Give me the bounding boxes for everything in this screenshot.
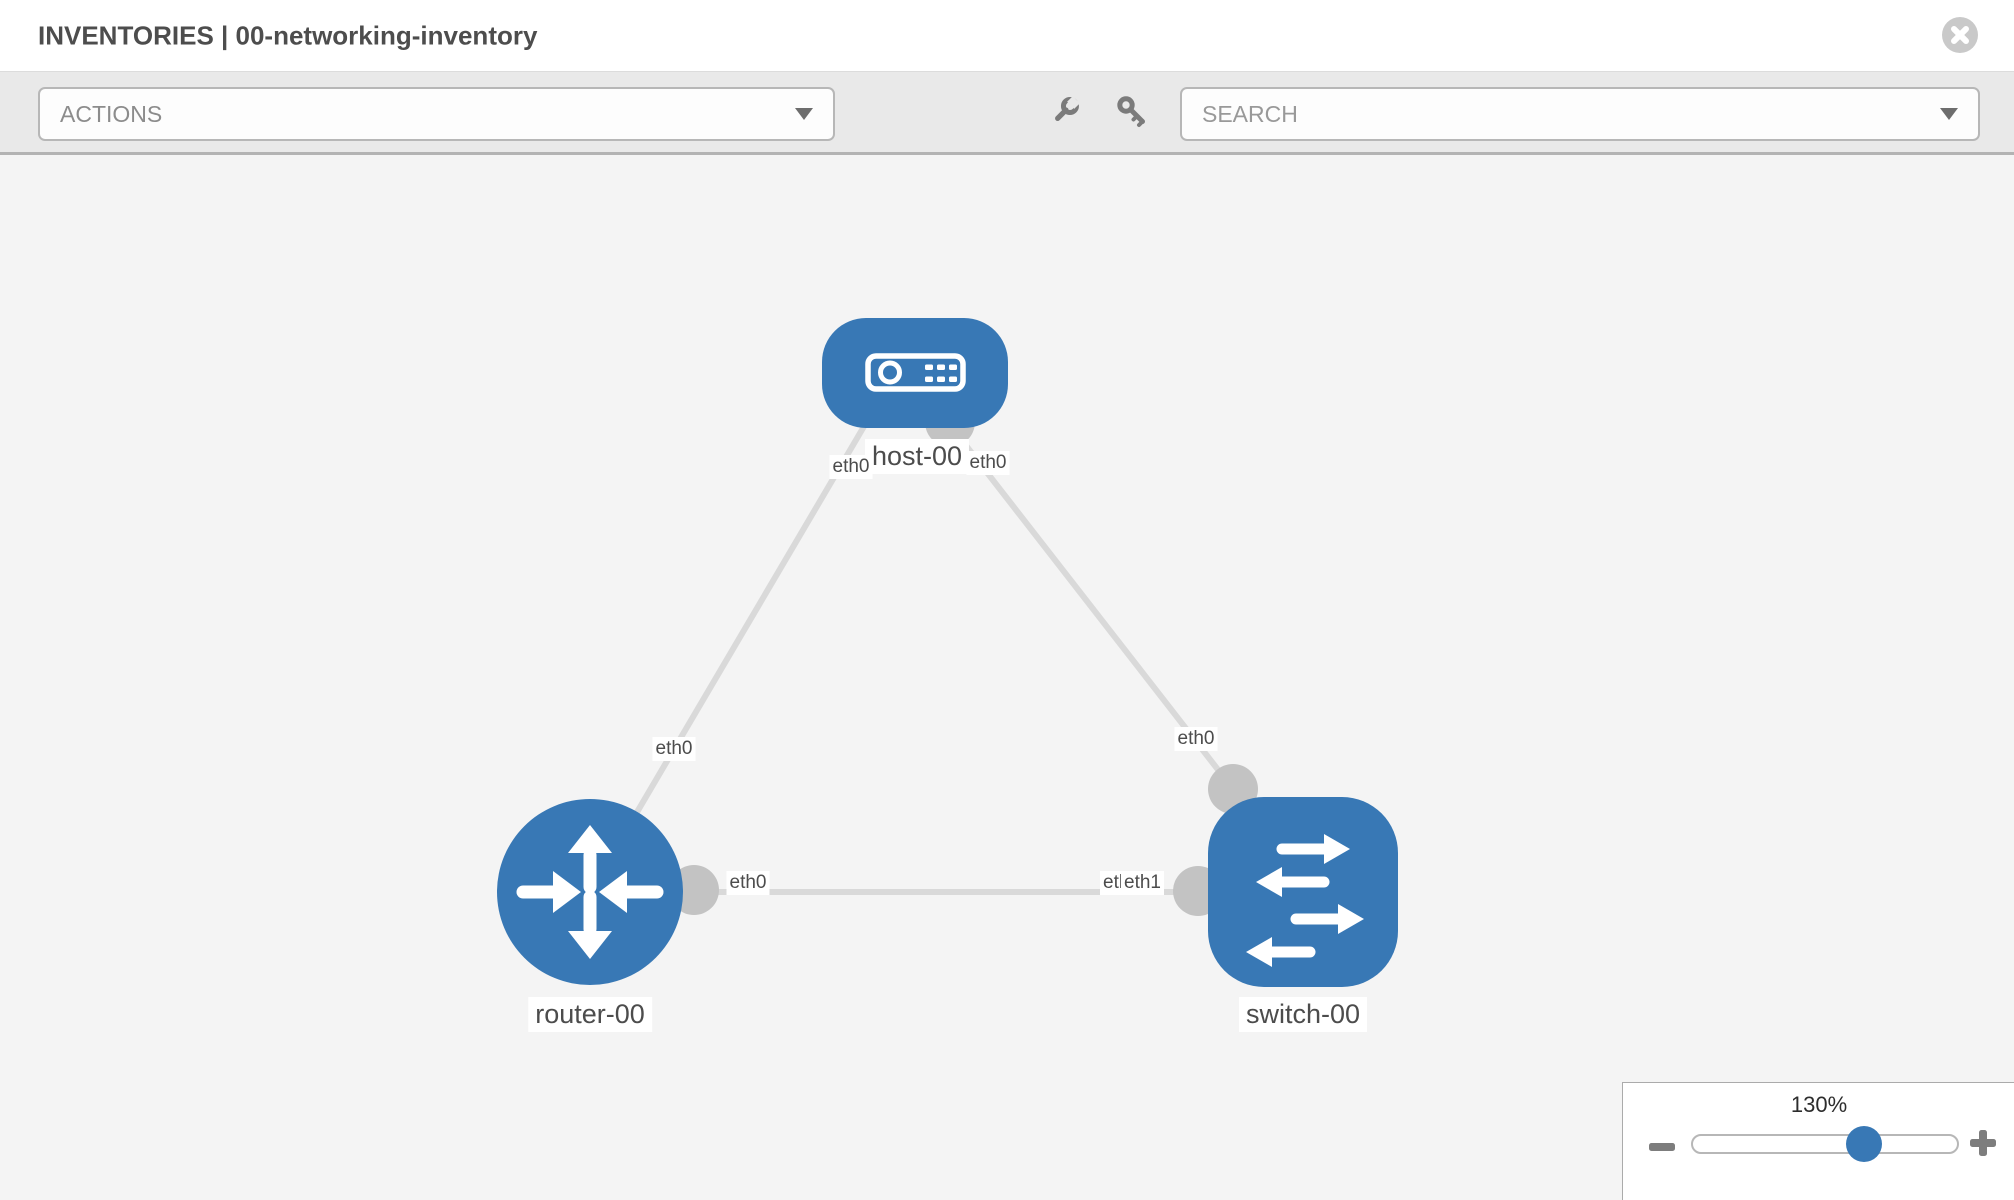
interface-label: eth0 xyxy=(966,451,1010,475)
zoom-slider-thumb[interactable] xyxy=(1846,1126,1882,1162)
zoom-slider-track[interactable] xyxy=(1691,1134,1959,1154)
interface-label: eth1 xyxy=(1121,871,1164,895)
actions-dropdown[interactable]: ACTIONS xyxy=(38,87,835,141)
search-placeholder: SEARCH xyxy=(1202,100,1298,127)
close-button[interactable] xyxy=(1942,17,1978,53)
plus-icon xyxy=(1970,1130,1996,1156)
key-icon[interactable] xyxy=(1114,93,1152,136)
actions-dropdown-label: ACTIONS xyxy=(60,100,163,127)
zoom-level: 130% xyxy=(1790,1092,1848,1117)
zoom-in-button[interactable] xyxy=(1970,1130,1996,1161)
node-label-host-00: host-00 xyxy=(864,439,970,474)
topology-canvas[interactable]: host-00 router-00 switch-00 eth0 eth0 et… xyxy=(0,155,2014,1200)
wrench-icon[interactable] xyxy=(1046,94,1084,137)
chevron-down-icon xyxy=(795,108,813,120)
page-title: INVENTORIES | 00-networking-inventory xyxy=(38,20,538,50)
search-dropdown[interactable]: SEARCH xyxy=(1180,87,1980,141)
toolbar: ACTIONS SEARCH xyxy=(0,72,2014,155)
chevron-down-icon xyxy=(1940,108,1958,120)
node-router-00[interactable] xyxy=(497,799,683,985)
interface-label: eth0 xyxy=(726,871,770,895)
zoom-out-button[interactable] xyxy=(1649,1139,1675,1157)
minus-icon xyxy=(1649,1143,1675,1151)
node-label-router-00: router-00 xyxy=(528,997,652,1032)
node-switch-00[interactable] xyxy=(1208,797,1398,987)
interface-label: eth0 xyxy=(652,737,696,761)
node-label-switch-00: switch-00 xyxy=(1238,997,1368,1032)
topology-links-layer xyxy=(587,397,1258,916)
node-host-00[interactable] xyxy=(822,318,1008,428)
interface-label: eth0 xyxy=(829,455,873,479)
interface-label: eth0 xyxy=(1174,727,1218,751)
zoom-control-panel: 130% xyxy=(1622,1082,2014,1200)
page-header: INVENTORIES | 00-networking-inventory xyxy=(0,0,2014,72)
